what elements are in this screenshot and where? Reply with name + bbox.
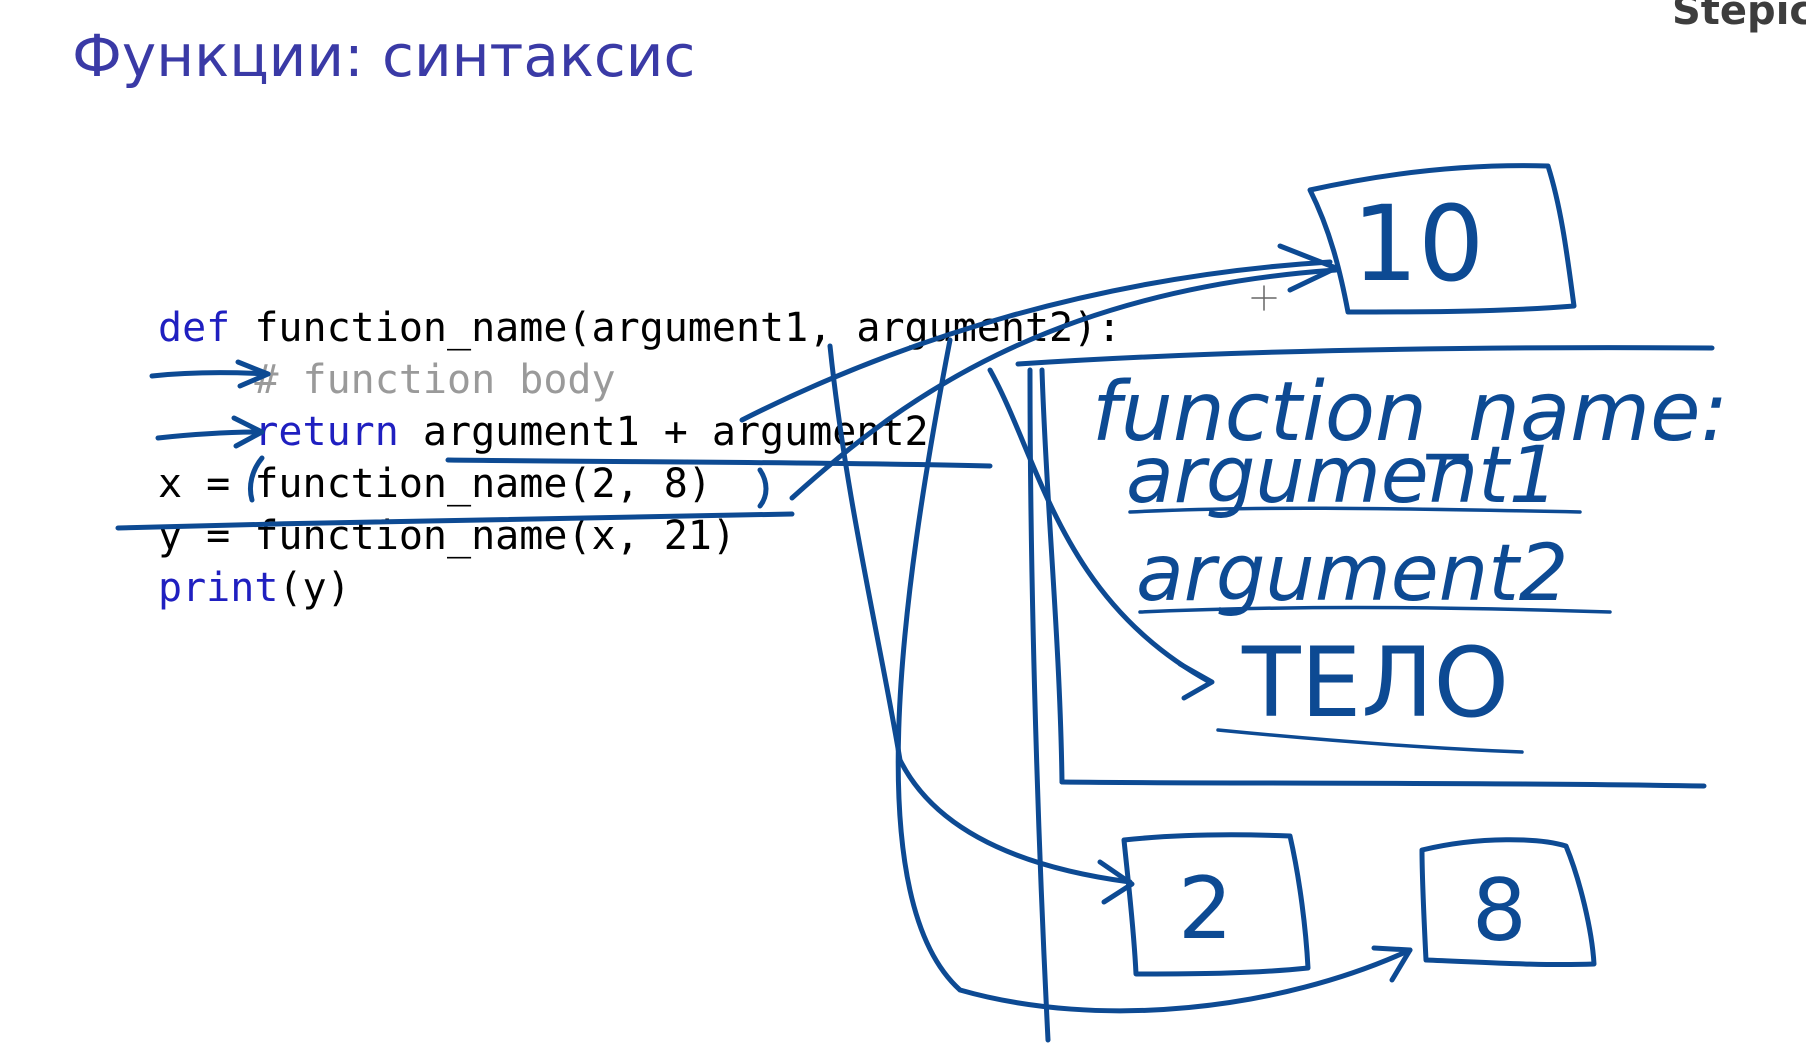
- underline-arg2: [1138, 605, 1612, 614]
- code-line: print(y): [158, 562, 1121, 614]
- code-keyword: return: [254, 409, 399, 455]
- code-keyword: def: [158, 305, 231, 351]
- code-text: [158, 357, 254, 403]
- value-8: 8: [1472, 861, 1527, 961]
- code-block: def function_name(argument1, argument2):…: [158, 302, 1121, 614]
- result-value: 10: [1352, 183, 1484, 305]
- code-line: x = function_name(2, 8): [158, 458, 1121, 510]
- frame-arg2: argument2: [1136, 529, 1568, 619]
- underline-arg1: [1128, 506, 1582, 514]
- code-keyword: print: [158, 565, 279, 611]
- crosshair-cursor-icon: [1251, 285, 1277, 311]
- box-value-8: [1419, 837, 1597, 968]
- code-comment: # function body: [254, 357, 616, 403]
- code-line: # function body: [158, 354, 1121, 406]
- brand-logo: Stepic: [1672, 0, 1806, 34]
- frame-name: function_name:: [1092, 365, 1728, 460]
- box-value-2: [1121, 832, 1311, 977]
- code-text: (y): [278, 565, 351, 611]
- code-text: function_name(argument1, argument2):: [230, 305, 1122, 351]
- box-result: [1307, 163, 1577, 315]
- frame-arg1: argument1: [1126, 431, 1558, 521]
- frame-body: ТЕЛО: [1241, 627, 1509, 739]
- slide-title: Функции: синтаксис: [72, 22, 696, 90]
- value-2: 2: [1178, 859, 1233, 959]
- underline-body: [1216, 728, 1524, 754]
- code-text: x = function_name(2, 8): [158, 461, 712, 507]
- code-text: y = function_name(x, 21): [158, 513, 736, 559]
- code-line: y = function_name(x, 21): [158, 510, 1121, 562]
- code-line: def function_name(argument1, argument2):: [158, 302, 1121, 354]
- code-text: argument1 + argument2: [398, 409, 929, 455]
- code-line: return argument1 + argument2: [158, 406, 1121, 458]
- code-text: [158, 409, 254, 455]
- frame-box: [1015, 345, 1715, 367]
